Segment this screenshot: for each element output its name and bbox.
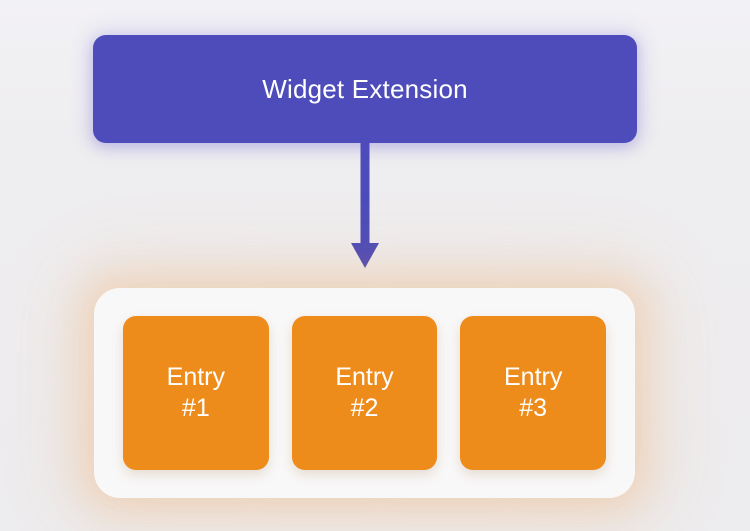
entry-1-label-line1: Entry [166, 363, 226, 391]
entry-3-box: Entry #3 [460, 316, 607, 470]
down-arrow-icon [351, 142, 379, 268]
entry-1-box: Entry #1 [123, 316, 269, 470]
entry-2-box: Entry #2 [291, 316, 438, 470]
widget-extension-box: Widget Extension [93, 35, 637, 143]
entry-3-label-line1: Entry [504, 363, 563, 391]
entry-3-label-line2: #3 [519, 394, 548, 422]
entry-2-label-line1: Entry [335, 363, 394, 391]
widget-extension-label: Widget Extension [262, 73, 468, 104]
entries-panel: Entry #1 Entry #2 Entry #3 [94, 288, 635, 498]
entry-2-label-line2: #2 [350, 394, 379, 422]
entry-1-label-line2: #1 [181, 394, 210, 422]
